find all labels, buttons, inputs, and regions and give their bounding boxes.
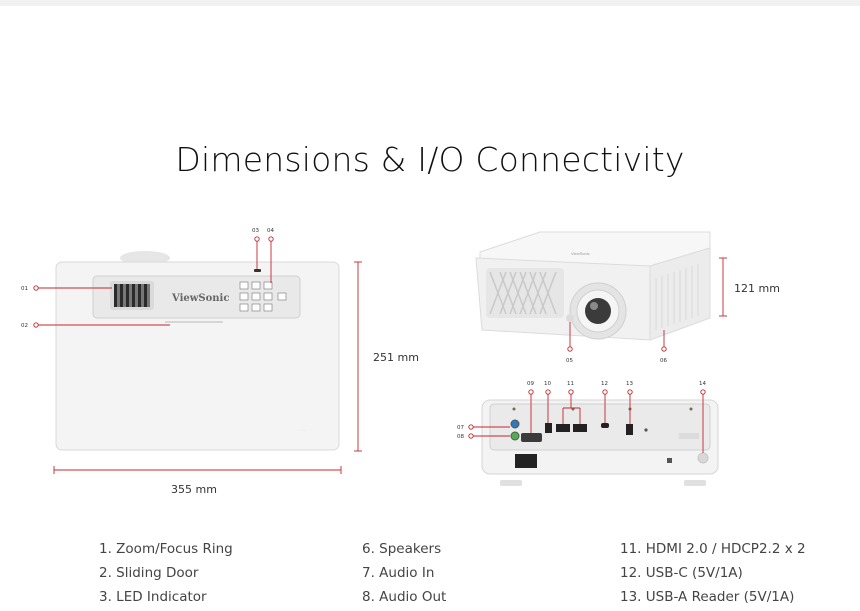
brand-logo: ViewSonic — [171, 293, 229, 304]
callout-12 — [602, 389, 608, 423]
front-view-projector: ViewSonic — [475, 231, 711, 341]
usb-c-port-icon — [601, 423, 609, 428]
callout-11 — [562, 389, 581, 424]
spec-item: 13. USB-A Reader (5V/1A) — [620, 589, 795, 605]
top-strip — [0, 0, 860, 6]
callout-09 — [528, 389, 534, 433]
audio-in-icon — [510, 419, 520, 429]
audio-out-icon — [510, 431, 520, 441]
callout-13 — [627, 389, 633, 424]
keypad-icon — [239, 281, 287, 312]
callout-label: 02 — [21, 323, 28, 329]
spec-item: 7. Audio In — [362, 565, 435, 581]
depth-dimension-line — [719, 257, 727, 317]
callout-label: 01 — [21, 286, 28, 292]
power-socket-icon — [515, 454, 537, 468]
hdmi-2-port-icon — [573, 424, 587, 432]
width-dimension-line — [53, 466, 342, 474]
page-title: Dimensions & I/O Connectivity — [175, 140, 685, 179]
led-indicator-icon — [254, 269, 261, 272]
kensington-lock-icon — [697, 452, 709, 464]
spec-item: 6. Speakers — [362, 541, 442, 557]
spec-item: 8. Audio Out — [362, 589, 447, 605]
callout-14 — [700, 389, 706, 453]
callout-label: 04 — [267, 228, 274, 234]
callout-label: 11 — [567, 381, 574, 387]
width-dimension-label: 355 mm — [171, 483, 217, 496]
spec-item: 12. USB-C (5V/1A) — [620, 565, 743, 581]
callout-label: 05 — [566, 358, 573, 364]
zoom-ring-icon — [110, 281, 154, 310]
spec-column-2: 6. Speakers 7. Audio In 8. Audio Out — [362, 539, 446, 611]
spec-list: 1. Zoom/Focus Ring 2. Sliding Door 3. LE… — [0, 539, 860, 605]
callout-label: 10 — [544, 381, 551, 387]
callout-06 — [661, 330, 667, 352]
callout-02 — [33, 322, 170, 328]
sliding-door-slot — [165, 321, 223, 323]
hdmi-1-port-icon — [556, 424, 570, 432]
usb-a-port-icon — [626, 424, 633, 435]
callout-04 — [268, 236, 274, 283]
spec-item: 2. Sliding Door — [99, 565, 199, 581]
callout-07 — [468, 424, 510, 430]
callout-label: 03 — [252, 228, 259, 234]
callout-label: 07 — [457, 425, 464, 431]
callout-label: 08 — [457, 434, 464, 440]
callout-label: 09 — [527, 381, 534, 387]
svg-text:ViewSonic: ViewSonic — [571, 251, 590, 256]
top-view-projector: ViewSonic · · · · · — [55, 251, 340, 451]
spec-item: 11. HDMI 2.0 / HDCP2.2 x 2 — [620, 541, 806, 557]
callout-label: 13 — [626, 381, 633, 387]
callout-label: 12 — [601, 381, 608, 387]
callout-05 — [567, 322, 573, 352]
height-dimension-line — [354, 261, 362, 452]
usb-service-port-icon — [545, 423, 552, 433]
callout-10 — [545, 389, 551, 423]
callout-label: 14 — [699, 381, 706, 387]
product-figure: ViewSonic · · · · · 01 02 03 04 — [21, 228, 727, 486]
callout-03 — [254, 236, 260, 269]
spec-column-3: 11. HDMI 2.0 / HDCP2.2 x 2 12. USB-C (5V… — [620, 539, 806, 611]
svg-text:· · · · ·: · · · · · — [298, 428, 306, 432]
rs232-port-icon — [521, 433, 542, 442]
depth-dimension-label: 121 mm — [734, 282, 780, 295]
callout-08 — [468, 433, 510, 439]
height-dimension-label: 251 mm — [373, 351, 419, 364]
rear-view-projector — [481, 399, 719, 486]
callout-01 — [33, 285, 112, 291]
spec-item: 3. LED Indicator — [99, 589, 207, 605]
spec-item: 1. Zoom/Focus Ring — [99, 541, 233, 557]
callout-label: 06 — [660, 358, 667, 364]
spec-column-1: 1. Zoom/Focus Ring 2. Sliding Door 3. LE… — [99, 539, 233, 611]
lens-icon — [569, 282, 627, 340]
